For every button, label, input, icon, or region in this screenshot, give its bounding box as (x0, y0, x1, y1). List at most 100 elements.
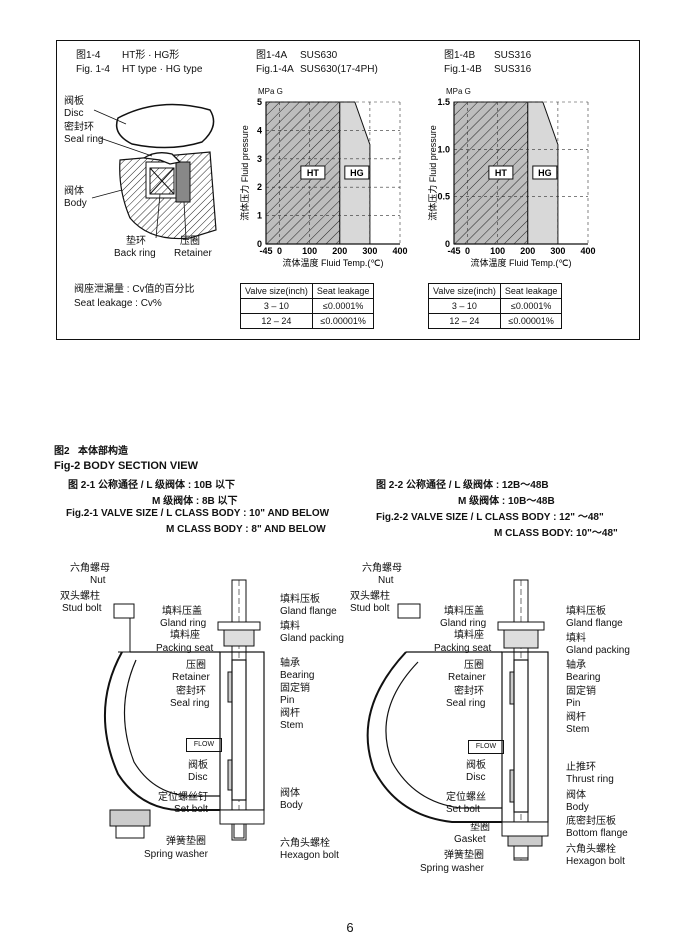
lv-setbolt-cn: 定位螺丝钉 (158, 792, 208, 803)
rv-body-en: Body (566, 802, 589, 813)
seal-section-diagram (91, 103, 217, 240)
y-tick-label: 1.0 (437, 144, 450, 154)
rv-stud-en: Stud bolt (350, 603, 390, 614)
sub2-en-b: M CLASS BODY: 10"～48" (494, 528, 618, 539)
valve-drawing-small (104, 579, 265, 841)
sub2-cn-b: M 级阀体 : 10B～48B (458, 496, 555, 507)
lv-pin-cn: 固定销 (280, 683, 310, 694)
fig1-frame (56, 40, 640, 340)
lv-packing-seat-en: Packing seat (156, 643, 214, 654)
x-axis-label: 流体温度 Fluid Temp.(℃) (283, 257, 384, 268)
region-label-box (532, 165, 558, 180)
rv-bottomflange-en: Bottom flange (566, 828, 628, 839)
x-tick-label: 100 (490, 246, 505, 256)
rv-packing-seat-cn: 填料座 (454, 630, 484, 641)
lv-stud-cn: 双头螺柱 (60, 591, 100, 602)
chartA-material-en: SUS630(17-4PH) (300, 64, 378, 75)
table-header: Valve size(inch) (428, 283, 501, 299)
chartB-title-en: Fig.1-4B (444, 64, 482, 75)
chartB-unit: MPa G (446, 87, 471, 96)
lv-glandflange-en: Gland flange (280, 606, 337, 617)
lv-nut-en: Nut (90, 575, 106, 586)
lv-sealring-en: Seal ring (170, 698, 210, 709)
part-backring-en: Back ring (114, 248, 156, 259)
chartB-material-en: SUS316 (494, 64, 532, 75)
chartA-title-cn: 图1-4A (256, 50, 288, 61)
rv-springwasher-cn: 弹簧垫圈 (444, 850, 484, 861)
chartA-leak-table: Valve size(inch)Seat leakage 3 – 10≤0.00… (240, 283, 375, 329)
x-tick-label: 400 (392, 246, 407, 256)
part-body-cn: 阀体 (64, 186, 84, 197)
chartA-material-cn: SUS630 (300, 50, 338, 61)
y-axis-label: 流体压力 Fluid pressure (239, 125, 250, 221)
rv-stem-cn: 阀杆 (566, 712, 586, 723)
fig1-title-en: HT type · HG type (122, 64, 203, 75)
chartA-unit: MPa G (258, 87, 283, 96)
x-tick-label: 300 (550, 246, 565, 256)
lv-retainer-en: Retainer (172, 672, 210, 683)
rv-sealring-cn: 密封环 (454, 686, 484, 697)
lv-bearing-cn: 轴承 (280, 658, 300, 669)
x-tick-label: 400 (580, 246, 595, 256)
rv-nut-cn: 六角螺母 (362, 563, 402, 574)
lv-packing-seat-cn: 填料座 (170, 630, 200, 641)
region-label: HT (307, 168, 319, 178)
part-sealring-en: Seal ring (64, 134, 104, 145)
part-retainer-cn: 压圈 (180, 236, 200, 247)
region-label-box (344, 165, 370, 180)
x-tick-label: 300 (362, 246, 377, 256)
y-tick-label: 2 (257, 182, 262, 192)
table-row: 3 – 10≤0.0001% (428, 298, 563, 314)
part-sealring-cn: 密封环 (64, 122, 94, 133)
lv-disc-cn: 阀板 (188, 760, 208, 771)
region-label: HG (538, 168, 552, 178)
table-cell: 3 – 10 (240, 298, 313, 314)
rv-sealring-en: Seal ring (446, 698, 486, 709)
fig1-label-en: Fig. 1-4 (76, 64, 110, 75)
lv-disc-en: Disc (188, 772, 208, 783)
region-label: HG (350, 168, 364, 178)
fig2-label-cn: 图2 (54, 446, 70, 457)
lv-glandflange-cn: 填料压板 (280, 594, 320, 605)
chartB-material-cn: SUS316 (494, 50, 532, 61)
rv-bottomflange-cn: 底密封压板 (566, 816, 616, 827)
x-axis-label: 流体温度 Fluid Temp.(℃) (471, 257, 572, 268)
y-tick-label: 5 (257, 97, 262, 107)
lv-hexbolt-cn: 六角头螺栓 (280, 838, 330, 849)
rv-nut-en: Nut (378, 575, 394, 586)
table-cell: ≤0.0001% (499, 298, 563, 314)
lv-bearing-en: Bearing (280, 670, 315, 681)
table-cell: 12 – 24 (240, 313, 313, 329)
x-tick-label: -45 (259, 246, 272, 256)
lv-setbolt-en: Set bolt (174, 804, 208, 815)
valve-drawing-large (366, 579, 549, 861)
fig2-title-cn: 本体部构造 (78, 446, 128, 457)
fig2-title-en: Fig-2 BODY SECTION VIEW (54, 460, 199, 472)
y-axis-label: 流体压力 Fluid pressure (427, 125, 438, 221)
lv-hexbolt-en: Hexagon bolt (280, 850, 339, 861)
leakage-cn: 阀座泄漏量 : Cv值的百分比 (74, 284, 195, 295)
rv-gasket-en: Gasket (454, 834, 486, 845)
x-tick-label: -45 (447, 246, 460, 256)
rv-stem-en: Stem (566, 724, 590, 735)
lv-glandring-cn: 填料压盖 (162, 606, 202, 617)
rv-pin-cn: 固定销 (566, 686, 596, 697)
region-label: HT (495, 168, 507, 178)
x-tick-label: 100 (302, 246, 317, 256)
chartB-leak-table: Valve size(inch)Seat leakage 3 – 10≤0.00… (428, 283, 563, 329)
sub1-cn-b: M 级阀体 : 8B 以下 (152, 496, 238, 507)
sub1-en-a: Fig.2-1 VALVE SIZE / L CLASS BODY : 10" … (66, 508, 330, 519)
lv-stem-en: Stem (280, 720, 304, 731)
rv-hexbolt-cn: 六角头螺栓 (566, 844, 616, 855)
sub2-cn-a: 图 2-2 公称通径 / L 级阀体 : 12B～48B (376, 480, 549, 491)
table-cell: 3 – 10 (428, 298, 501, 314)
rv-body-cn: 阀体 (566, 790, 586, 801)
page-number: 6 (346, 920, 354, 935)
lv-sealring-cn: 密封环 (176, 686, 206, 697)
lv-body-en: Body (280, 800, 303, 811)
part-retainer-en: Retainer (174, 248, 212, 259)
lv-body-cn: 阀体 (280, 788, 300, 799)
chartB-title-cn: 图1-4B (444, 50, 476, 61)
rv-disc-cn: 阀板 (466, 760, 486, 771)
flow-arrow-left: FLOW (186, 738, 222, 752)
